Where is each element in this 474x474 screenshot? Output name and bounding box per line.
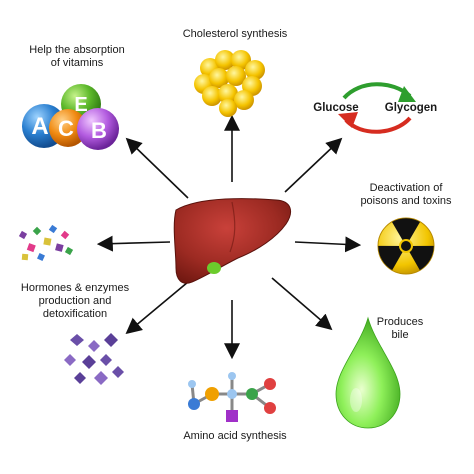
liver-illustration <box>173 198 292 284</box>
label-hormones: Hormones & enzymes production and detoxi… <box>20 282 130 320</box>
crystal-shapes <box>64 333 124 385</box>
amino-acid-molecule <box>188 372 276 422</box>
label-vitamins: Help the absorption of vitamins <box>29 44 125 69</box>
arrow-to-hormones <box>96 235 171 252</box>
arrow-to-vitamins <box>125 137 189 199</box>
vitamin-letters: E A C B <box>31 94 107 143</box>
label-cholesterol: Cholesterol synthesis <box>182 28 288 40</box>
vitamin-e-letter: E <box>74 94 87 116</box>
label-deactivation: Deactivation of poisons and toxins <box>360 182 452 207</box>
label-glucose: Glucose <box>313 102 359 114</box>
hormone-enzyme-shapes <box>18 224 74 261</box>
vitamin-b-letter: B <box>91 118 107 143</box>
label-bile: Produces bile <box>376 316 424 341</box>
vitamin-balls <box>22 84 119 150</box>
vitamin-c-letter: C <box>58 116 74 141</box>
glucose-glycogen-cycle <box>338 82 416 134</box>
label-glycogen: Glycogen <box>384 102 438 114</box>
vitamin-a-letter: A <box>31 113 48 140</box>
arrow-to-deactivation <box>294 236 362 253</box>
arrows <box>96 114 362 360</box>
arrow-to-bile <box>271 277 333 331</box>
bile-drop-icon <box>335 316 401 429</box>
radiation-sign-icon <box>377 217 435 275</box>
arrow-to-glucose-glycogen <box>284 137 343 193</box>
gallbladder <box>207 262 221 274</box>
arrow-to-crystals <box>125 281 189 335</box>
label-amino: Amino acid synthesis <box>183 430 287 442</box>
cholesterol-cluster <box>194 50 265 117</box>
